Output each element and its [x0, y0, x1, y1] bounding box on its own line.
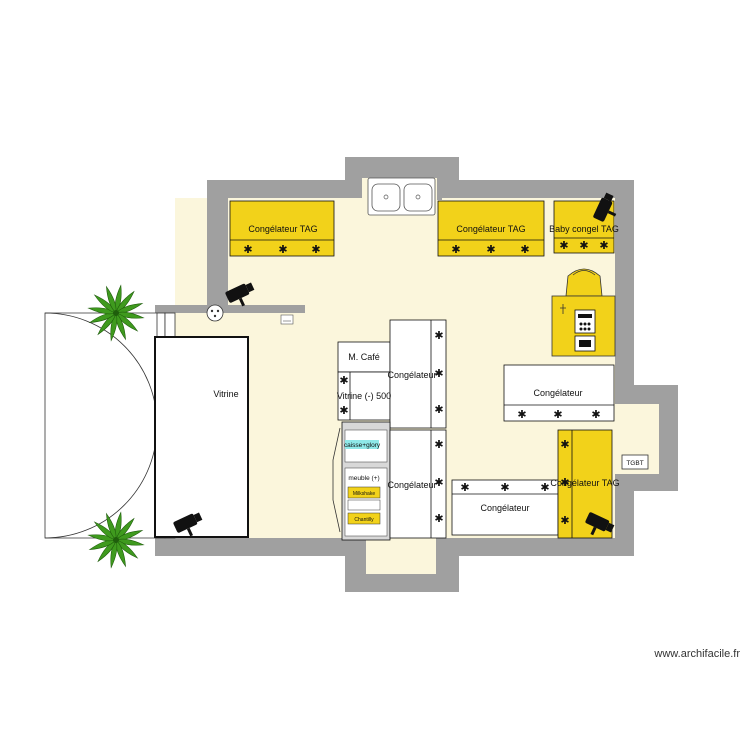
snowflake-icon: ✱	[339, 374, 348, 387]
snowflake-icon: ✱	[540, 481, 549, 494]
freezer-right-label: Congélateur	[533, 388, 582, 398]
snowflake-icon: ✱	[243, 243, 252, 256]
snowflake-icon: ✱	[434, 367, 443, 380]
display-case-large-box	[154, 336, 249, 538]
milkshake-box	[347, 486, 381, 499]
freezer-vertical-2-label: Congélateur	[387, 480, 436, 490]
snowflake-icon: ✱	[560, 476, 569, 489]
sink-icon	[367, 177, 436, 216]
snowflake-icon: ✱	[434, 438, 443, 451]
tgbt-panel: TGBT	[621, 454, 649, 470]
wall-right-niche	[615, 385, 678, 491]
freezer-right-box	[503, 364, 615, 422]
display-case-large-label: Vitrine	[213, 389, 238, 399]
snowflake-icon: ✱	[500, 481, 509, 494]
freezer-tag-1: Congélateur TAG ✱ ✱ ✱	[229, 200, 335, 257]
display-case-large: Vitrine	[154, 336, 249, 538]
freezer-vertical-1: Congélateur ✱ ✱ ✱	[387, 319, 447, 429]
freezer-bottom-box	[451, 479, 559, 536]
snowflake-icon: ✱	[311, 243, 320, 256]
credit-text: www.archifacile.fr	[653, 648, 740, 660]
snowflake-icon: ✱	[486, 243, 495, 256]
wall-bottom-left	[155, 538, 345, 556]
plant-icon	[87, 284, 145, 342]
snowflake-icon: ✱	[553, 408, 562, 421]
tgbt-box	[621, 454, 649, 470]
plant-icon	[87, 511, 145, 569]
freezer-right: Congélateur ✱ ✱ ✱	[503, 364, 615, 422]
snowflake-icon: ✱	[560, 438, 569, 451]
snowflake-icon: ✱	[434, 329, 443, 342]
walls	[155, 157, 678, 592]
snowflake-icon: ✱	[451, 243, 460, 256]
freezer-vertical-1-label: Congélateur	[387, 370, 436, 380]
wall-bottom-niche	[345, 538, 459, 592]
counter-curve	[332, 427, 341, 533]
snowflake-icon: ✱	[460, 481, 469, 494]
freezer-tag-3-label: Congélateur TAG	[550, 478, 619, 488]
snowflake-icon: ✱	[559, 239, 568, 252]
cabinet-label: meuble (+)	[348, 475, 379, 482]
outlet-icon	[280, 314, 294, 325]
cash-register-tag	[345, 440, 379, 449]
display-case-small-label: Vitrine (-) 500	[337, 391, 391, 401]
snowflake-icon: ✱	[339, 404, 348, 417]
freezer-tag-2-box	[437, 200, 545, 257]
camera-icon	[593, 192, 617, 222]
display-case-small-box	[337, 371, 391, 421]
floor-bottom-niche	[366, 536, 436, 574]
snowflake-icon: ✱	[560, 514, 569, 527]
freezer-vertical-1-box	[389, 319, 447, 429]
coffee-machine-box	[337, 341, 391, 373]
snowflake-icon: ✱	[434, 476, 443, 489]
service-counter	[551, 295, 616, 357]
camera-icon	[585, 512, 615, 536]
freezer-tag-2-label: Congélateur TAG	[456, 224, 525, 234]
freezer-vertical-2-box	[389, 429, 447, 539]
freezer-tag-2: Congélateur TAG ✱ ✱ ✱	[437, 200, 545, 257]
chantilly-box	[347, 512, 381, 525]
snowflake-icon: ✱	[520, 243, 529, 256]
snowflake-icon: ✱	[599, 239, 608, 252]
coffee-machine: M. Café	[337, 341, 391, 373]
cash-register-label: caisse+glory	[344, 442, 381, 449]
snowflake-icon: ✱	[434, 403, 443, 416]
cabinet-slot	[347, 499, 381, 511]
freezer-bottom: Congélateur ✱ ✱ ✱	[451, 479, 559, 536]
freezer-tag-1-box	[229, 200, 335, 257]
snowflake-icon: ✱	[579, 239, 588, 252]
milkshake-label: Milkshake	[353, 491, 375, 497]
espresso-machine-icon	[574, 309, 596, 352]
tgbt-label: TGBT	[626, 460, 643, 467]
freezer-tag-1-label: Congélateur TAG	[248, 224, 317, 234]
freezer-tag-3: ✱ ✱ ✱ Congélateur TAG	[550, 429, 620, 539]
snowflake-icon: ✱	[517, 408, 526, 421]
snowflake-icon: ✱	[434, 512, 443, 525]
outlet-icon	[206, 304, 224, 322]
chair-icon	[565, 268, 603, 297]
door-swing-bottom	[44, 424, 158, 539]
freezer-vertical-2: Congélateur ✱ ✱ ✱	[387, 429, 447, 539]
baby-freezer-label: Baby congel TAG	[549, 224, 619, 234]
coffee-machine-label: M. Café	[348, 352, 380, 362]
wall-left-top-segment	[155, 305, 305, 313]
camera-icon	[225, 282, 255, 307]
camera-icon	[173, 512, 203, 537]
display-case-small: ✱ ✱	[337, 371, 391, 421]
cash-counter: caisse+glory meuble (+) Milkshake Chanti…	[332, 421, 391, 541]
snowflake-icon: ✱	[278, 243, 287, 256]
tap-icon	[560, 304, 566, 314]
snowflake-icon: ✱	[591, 408, 600, 421]
freezer-bottom-label: Congélateur	[480, 503, 529, 513]
wall-top-niche	[345, 157, 459, 200]
wall-top-left	[207, 157, 362, 305]
chantilly-label: Chantilly	[354, 517, 374, 523]
